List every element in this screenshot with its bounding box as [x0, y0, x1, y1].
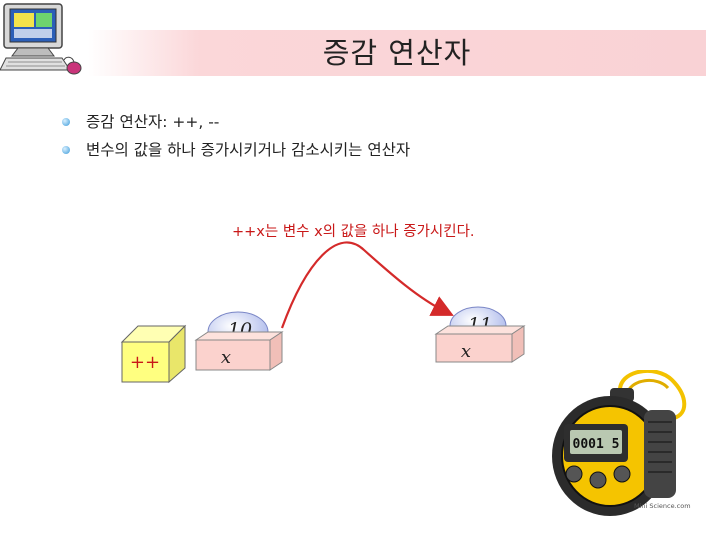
counter-display: 0001 5	[573, 437, 620, 452]
operator-cube: ++	[120, 324, 187, 384]
computer-logo-icon	[0, 3, 82, 75]
bullet-item: 증감 연산자: ++, --	[60, 108, 410, 136]
operator-label: ++	[130, 352, 160, 373]
bullet-text: 증감 연산자: ++, --	[86, 113, 220, 131]
bullet-item: 변수의 값을 하나 증가시키거나 감소시키는 연산자	[60, 136, 410, 164]
bullet-list: 증감 연산자: ++, -- 변수의 값을 하나 증가시키거나 감소시키는 연산…	[60, 108, 410, 164]
slide-title: 증감 연산자	[322, 36, 472, 70]
after-var: x	[461, 341, 471, 362]
bullet-dot-icon	[62, 146, 70, 154]
diagram-caption: ++x는 변수 x의 값을 하나 증가시킨다.	[232, 224, 475, 240]
before-var: x	[221, 347, 231, 368]
after-variable-box: 11 x	[434, 306, 526, 363]
bullet-text: 변수의 값을 하나 증가시키거나 감소시키는 연산자	[86, 141, 411, 159]
title-bar	[88, 30, 706, 76]
before-variable-box: 10 x	[194, 311, 284, 371]
image-credit: Mini Science.com	[634, 502, 691, 510]
increment-arrow	[280, 241, 454, 329]
bullet-dot-icon	[62, 118, 70, 126]
tally-counter-icon: 0001 5	[552, 370, 687, 516]
